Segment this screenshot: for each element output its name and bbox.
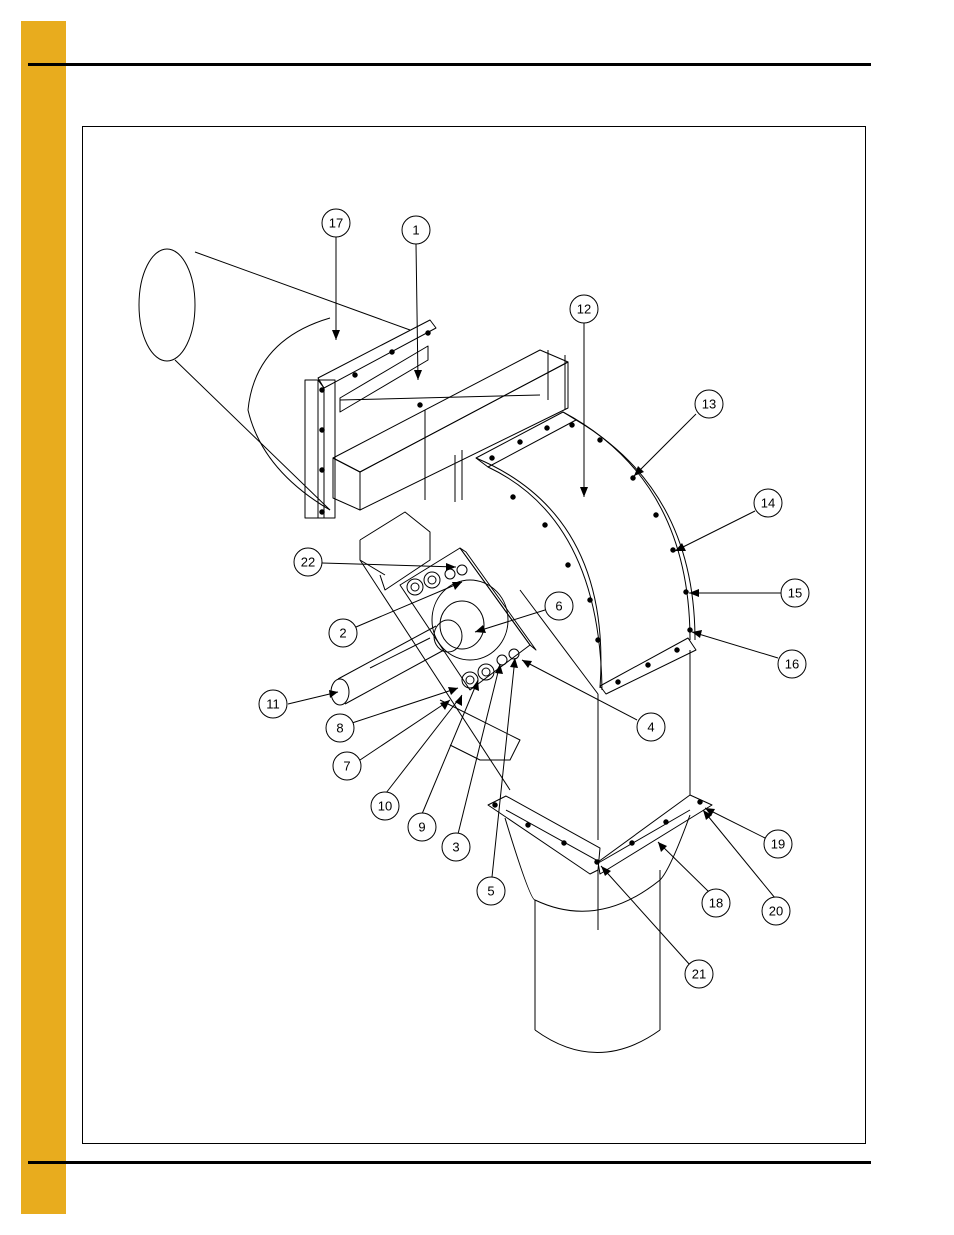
fastener-dots: [320, 331, 703, 865]
callout-label-1: 1: [412, 223, 419, 238]
callout-label-2: 2: [339, 626, 346, 641]
elbow-section: [476, 412, 696, 694]
callout-label-8: 8: [336, 721, 343, 736]
callout-label-20: 20: [769, 904, 783, 919]
callout-label-18: 18: [709, 896, 723, 911]
callout-label-14: 14: [761, 496, 775, 511]
flange-bolts: [407, 565, 519, 688]
callout-label-12: 12: [577, 302, 591, 317]
inlet-spout: [139, 249, 410, 510]
callout-label-10: 10: [378, 799, 392, 814]
callouts: 17 1 12 13 14 15 16 22 6 2 4 11 8 7 10 9 3 5 19 18 20 21: [259, 209, 809, 988]
housing-beam: [333, 350, 568, 510]
leader-lines: [288, 237, 781, 965]
callout-label-17: 17: [329, 216, 343, 231]
callout-label-9: 9: [418, 820, 425, 835]
bearing-housing: [432, 580, 508, 660]
callout-label-15: 15: [788, 586, 802, 601]
callout-label-13: 13: [702, 397, 716, 412]
callout-label-5: 5: [487, 884, 494, 899]
callout-label-3: 3: [452, 840, 459, 855]
callout-label-21: 21: [692, 967, 706, 982]
callout-label-7: 7: [343, 759, 350, 774]
callout-label-19: 19: [771, 837, 785, 852]
callout-label-4: 4: [647, 720, 654, 735]
callout-label-6: 6: [555, 599, 562, 614]
inlet-flange: [305, 320, 436, 518]
bearing-mount-plate: [360, 512, 520, 790]
callout-label-16: 16: [785, 657, 799, 672]
callout-label-22: 22: [301, 555, 315, 570]
callout-label-11: 11: [266, 697, 280, 712]
